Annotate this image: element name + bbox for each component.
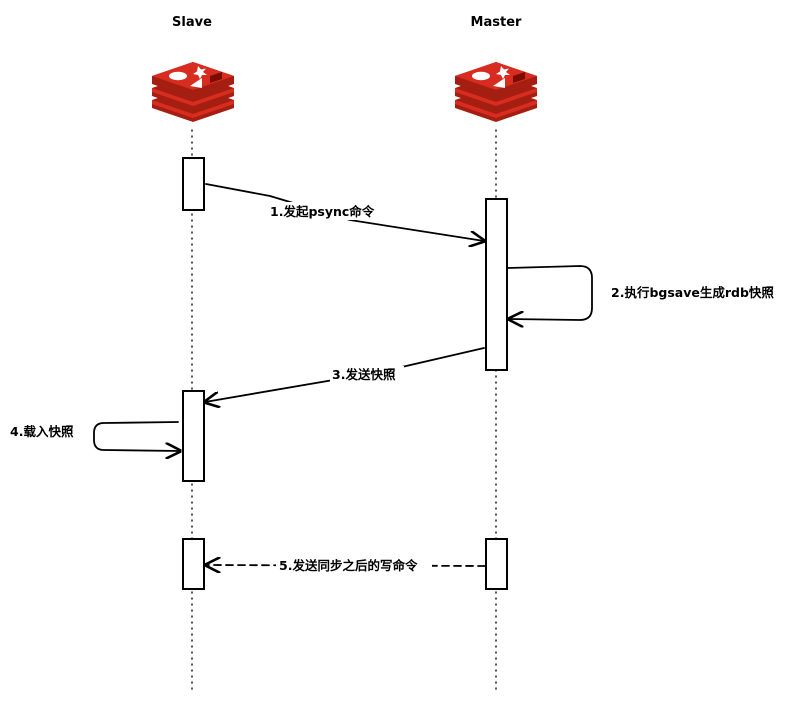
message-5-label-bg (276, 557, 432, 575)
master-activation-box (485, 538, 508, 590)
slave-actor-label: Slave (172, 15, 212, 30)
slave-activation-box (182, 538, 205, 590)
slave-activation-box (182, 390, 205, 482)
message-1-label-bg (268, 202, 382, 220)
message-3-label-bg (330, 366, 404, 384)
message-4-arrow (93, 421, 180, 451)
message-2-label: 2.执行bgsave生成rdb快照 (611, 285, 774, 300)
message-4-label: 4.载入快照 (10, 424, 74, 439)
redis-icon (152, 62, 234, 122)
message-2-arrow (507, 265, 593, 320)
master-activation-box (485, 198, 508, 371)
message-5-label: 5.发送同步之后的写命令 (279, 558, 418, 573)
master-actor-label: Master (471, 15, 522, 30)
slave-activation-box (182, 157, 205, 211)
message-3-label: 3.发送快照 (332, 367, 396, 382)
message-1-label: 1.发起psync命令 (270, 204, 375, 219)
redis-icon (455, 62, 537, 122)
